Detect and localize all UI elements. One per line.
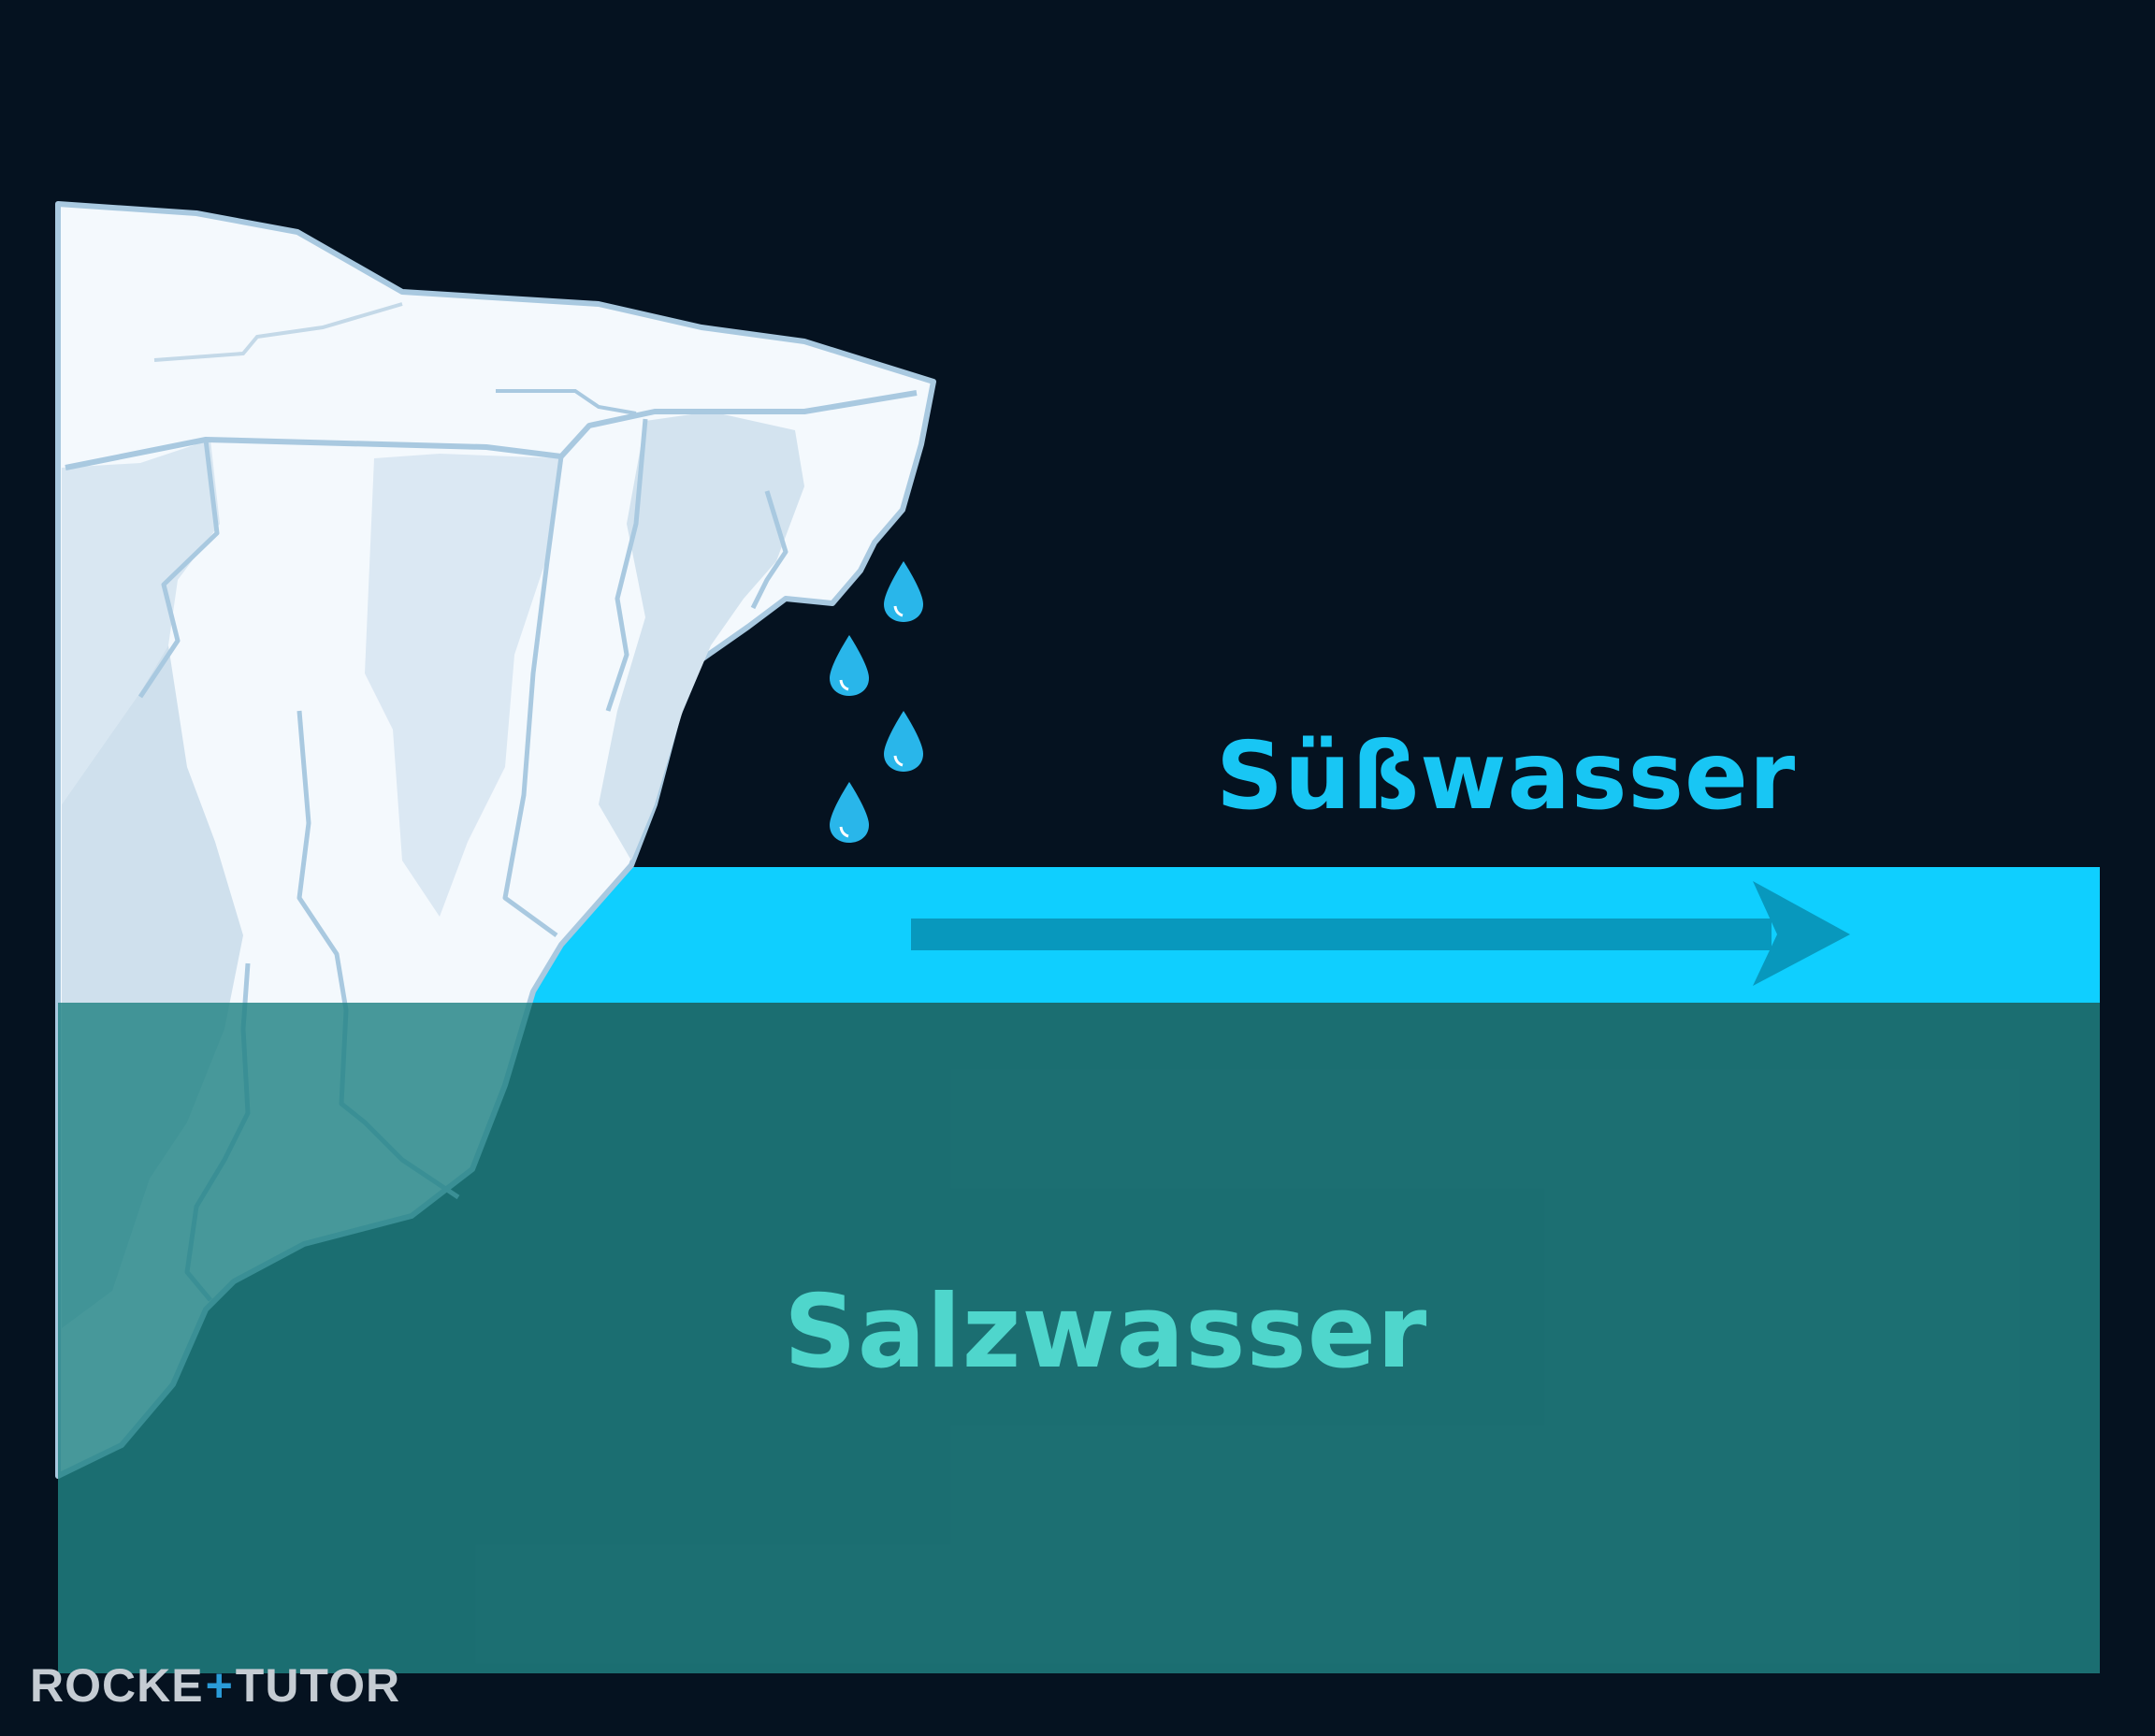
- iceberg-ledge-line: [65, 390, 918, 470]
- water-drop-icon: [830, 635, 869, 696]
- arrow-right-icon: [911, 881, 1850, 986]
- freshwater-label: Süßwasser: [1216, 721, 1797, 831]
- watermark-text-left: ROCKE: [30, 1659, 204, 1712]
- iceberg-crack: [502, 456, 564, 938]
- meltwater-droplets: [830, 561, 923, 843]
- iceberg-top-crack-2: [496, 389, 637, 415]
- water-drop-icon: [830, 782, 869, 843]
- iceberg-shadow-right: [599, 412, 804, 861]
- watermark-text-right: TUTOR: [235, 1659, 401, 1712]
- iceberg-crack: [605, 418, 648, 712]
- saltwater-label: Salzwasser: [784, 1274, 1428, 1391]
- water-drop-icon: [884, 561, 923, 622]
- iceberg-shadow-center: [365, 454, 561, 917]
- iceberg-top-crack: [153, 302, 403, 362]
- water-drop-icon: [884, 711, 923, 772]
- iceberg-crack: [137, 439, 220, 699]
- iceberg-crack: [750, 490, 788, 610]
- watermark-plus: +: [205, 1659, 234, 1712]
- saltwater-body: [58, 1003, 2100, 1673]
- watermark-logo: ROCKE+TUTOR: [30, 1657, 400, 1714]
- iceberg-shadow-left: [62, 440, 220, 804]
